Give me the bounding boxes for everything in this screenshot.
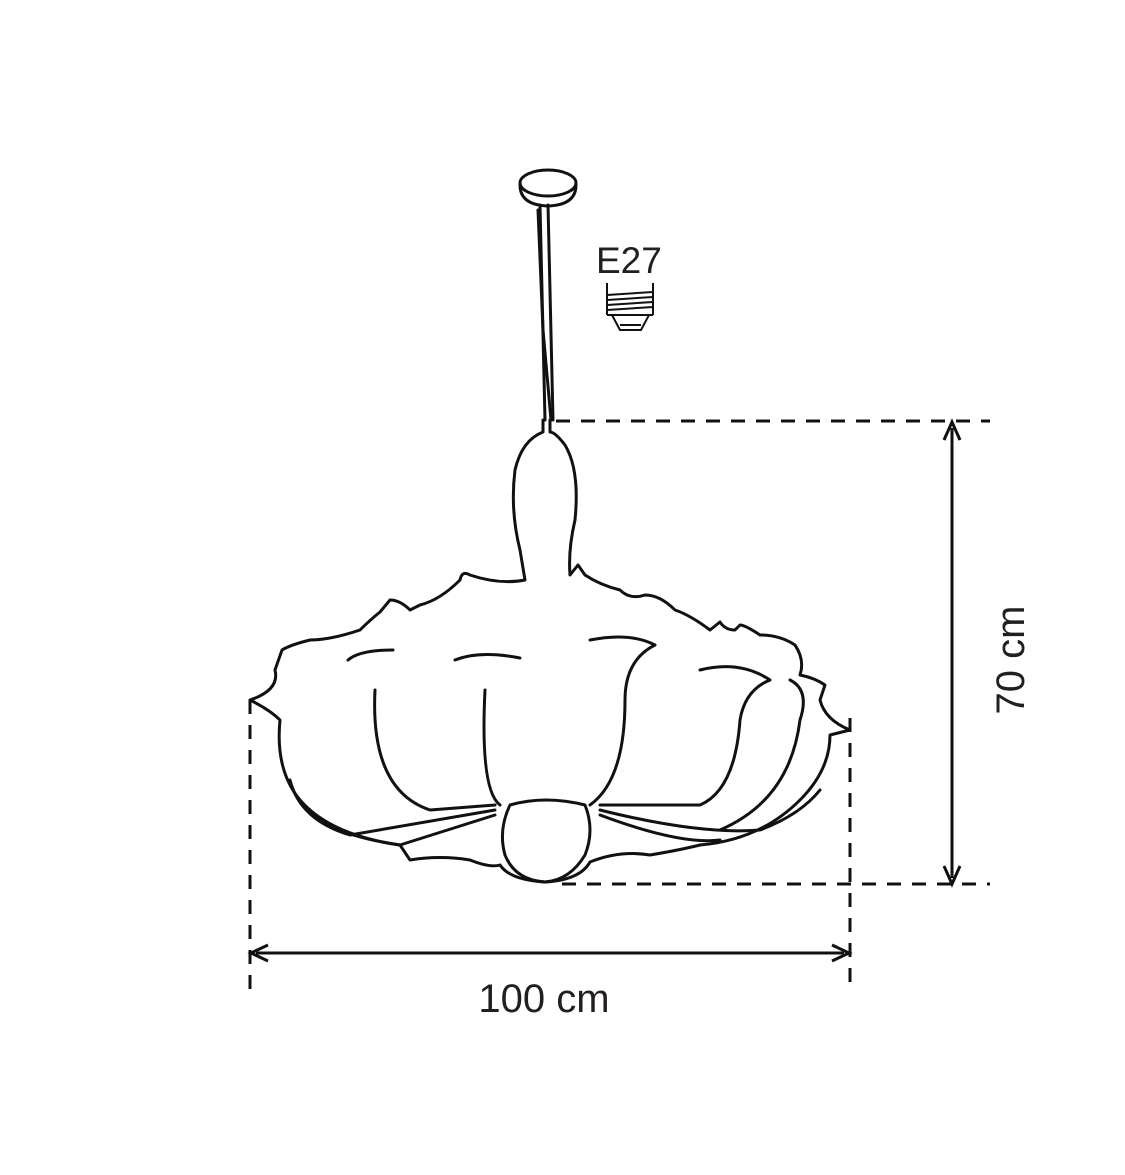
ceiling-canopy	[518, 168, 578, 208]
bulb-type-label: E27	[596, 240, 662, 281]
lamp-shade	[248, 418, 852, 884]
width-label: 100 cm	[478, 977, 609, 1021]
e27-socket-icon: E27	[596, 240, 662, 331]
height-dimension: 70 cm	[556, 418, 1033, 888]
height-label: 70 cm	[989, 606, 1033, 715]
width-dimension: 100 cm	[247, 700, 853, 1021]
suspension-cable	[536, 203, 555, 422]
